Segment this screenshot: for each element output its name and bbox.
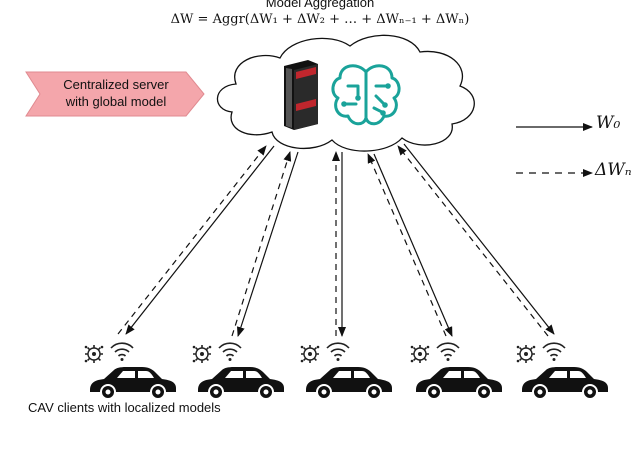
aggregation-title: Model Aggregation xyxy=(265,0,375,10)
arrow-solid-client-2 xyxy=(236,151,299,337)
model-gear-icon xyxy=(83,344,105,364)
arrow-solid-client-5 xyxy=(403,143,555,335)
server-tower-icon xyxy=(284,60,318,130)
wifi-icon xyxy=(542,342,566,362)
cloud-shape xyxy=(216,34,475,152)
car-icon xyxy=(415,366,503,400)
client-3 xyxy=(299,342,393,400)
wifi-icon xyxy=(326,342,350,362)
client-1 xyxy=(83,342,177,400)
model-gear-icon xyxy=(299,344,321,364)
arrow-solid-client-4 xyxy=(373,153,453,337)
model-gear-icon xyxy=(191,344,213,364)
wifi-icon xyxy=(436,342,460,362)
server-label-line2: with global model xyxy=(65,94,167,109)
ai-brain-icon xyxy=(331,64,401,126)
arrow-dashed-client-1 xyxy=(117,145,267,335)
model-gear-icon xyxy=(515,344,537,364)
car-icon xyxy=(521,366,609,400)
legend-solid-label: W₀ xyxy=(596,113,621,133)
car-icon xyxy=(89,366,177,400)
connection-arrows xyxy=(117,143,555,337)
arrow-dashed-client-5 xyxy=(397,145,549,337)
aggregation-formula: ΔW = Aggr(ΔW₁ + ΔW₂ + … + ΔWₙ₋₁ + ΔWₙ) xyxy=(170,12,470,27)
client-2 xyxy=(191,342,285,400)
car-icon xyxy=(305,366,393,400)
arrow-solid-client-1 xyxy=(125,145,275,335)
client-5 xyxy=(515,342,609,400)
arrow-dashed-client-2 xyxy=(231,151,292,337)
server-label-line1: Centralized server xyxy=(63,77,169,92)
clients-label: CAV clients with localized models xyxy=(28,400,221,415)
wifi-icon xyxy=(110,342,134,362)
legend-dashed-label: ΔWₙ xyxy=(595,160,632,180)
server-label-banner xyxy=(25,71,205,117)
client-4 xyxy=(409,342,503,400)
arrow-dashed-client-4 xyxy=(367,153,447,337)
ai-brain-nodes xyxy=(341,83,391,116)
server-label: Centralized server with global model xyxy=(36,76,196,110)
wifi-icon xyxy=(218,342,242,362)
car-icon xyxy=(197,366,285,400)
model-gear-icon xyxy=(409,344,431,364)
